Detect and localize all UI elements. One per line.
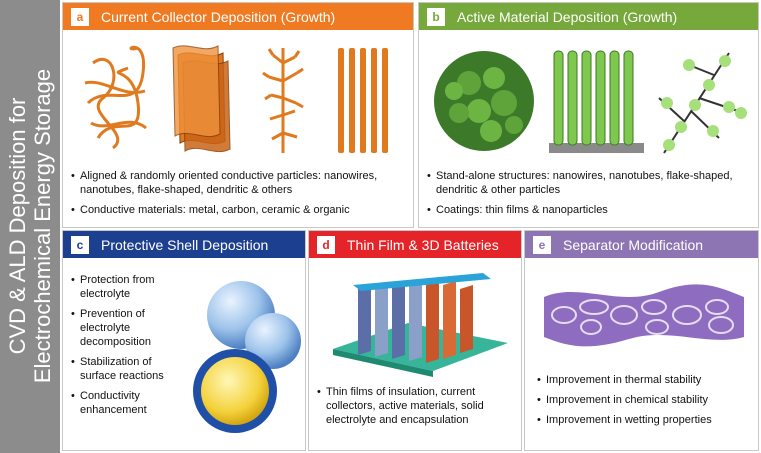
panel-c-bullet-1: Protection from electrolyte: [71, 273, 189, 301]
panel-c-bullet-4: Conductivity enhancement: [71, 389, 189, 417]
panel-a-letter: a: [71, 7, 89, 26]
panel-c: c Protective Shell Deposition Protection…: [62, 230, 306, 451]
panel-d-header: d Thin Film & 3D Batteries: [309, 231, 521, 258]
core-shell-spheres-illustration: [193, 281, 301, 433]
panel-a: a Current Collector Deposition (Growth): [62, 2, 414, 228]
panel-a-title: Current Collector Deposition (Growth): [101, 8, 336, 25]
panel-a-bullets: Aligned & randomly oriented conductive p…: [71, 169, 406, 223]
panel-b: b Active Material Deposition (Growth): [418, 2, 759, 228]
panel-c-title: Protective Shell Deposition: [101, 236, 269, 253]
flake-sheets-icon: [172, 45, 231, 153]
3d-battery-illustration: [333, 273, 508, 377]
panel-a-header: a Current Collector Deposition (Growth): [63, 3, 413, 30]
panel-d-letter: d: [317, 235, 335, 254]
separator-membrane-illustration: [544, 284, 744, 347]
top-current-collector: [353, 273, 491, 291]
panel-c-header: c Protective Shell Deposition: [63, 231, 305, 258]
panel-e-header: e Separator Modification: [525, 231, 758, 258]
panel-b-bullets: Stand-alone structures: nanowires, nanot…: [427, 169, 752, 223]
sidebar: CVD & ALD Deposition for Electrochemical…: [0, 0, 60, 453]
membrane-body: [544, 284, 744, 347]
panel-a-bullet-1: Aligned & randomly oriented conductive p…: [71, 169, 406, 197]
random-nanowires-icon: [84, 45, 147, 150]
panel-d-title: Thin Film & 3D Batteries: [347, 236, 499, 253]
dendritic-particles-icon: [262, 48, 304, 153]
panel-e-title: Separator Modification: [563, 236, 704, 253]
sidebar-title-line1: CVD & ALD Deposition for: [5, 97, 30, 355]
panel-a-bullet-2: Conductive materials: metal, carbon, cer…: [71, 203, 406, 217]
active-material-illustration: [434, 50, 747, 154]
panel-b-bullet-2: Coatings: thin films & nanoparticles: [427, 203, 752, 217]
panel-e-letter: e: [533, 235, 551, 254]
panel-b-bullet-1: Stand-alone structures: nanowires, nanot…: [427, 169, 752, 197]
panel-e: e Separator Modification Improvement in …: [524, 230, 759, 451]
panel-e-bullet-2: Improvement in chemical stability: [537, 393, 757, 407]
panel-c-bullet-2: Prevention of electrolyte decomposition: [71, 307, 189, 349]
panel-b-title: Active Material Deposition (Growth): [457, 8, 678, 25]
shell-sphere-right: [245, 313, 301, 369]
panel-b-header: b Active Material Deposition (Growth): [419, 3, 758, 30]
panel-e-bullet-3: Improvement in wetting properties: [537, 413, 757, 427]
panel-c-bullet-3: Stabilization of surface reactions: [71, 355, 189, 383]
aligned-nanotubes-icon: [338, 48, 388, 153]
panel-b-letter: b: [427, 7, 445, 26]
panel-c-letter: c: [71, 235, 89, 254]
panel-c-bullets: Protection from electrolyte Prevention o…: [71, 273, 189, 423]
panel-e-bullet-1: Improvement in thermal stability: [537, 373, 757, 387]
coated-dendrite-icon: [658, 52, 747, 154]
panel-d: d Thin Film & 3D Batteries Thin films of…: [308, 230, 522, 451]
sphere-particle-icon: [434, 51, 534, 151]
pore-network-icon: [551, 299, 734, 335]
panel-d-bullet-1: Thin films of insulation, current collec…: [317, 385, 517, 427]
sidebar-title-line2: Electrochemical Energy Storage: [30, 68, 55, 384]
sidebar-title: CVD & ALD Deposition for Electrochemical…: [5, 69, 55, 383]
panel-d-bullets: Thin films of insulation, current collec…: [317, 385, 517, 433]
current-collector-illustration: [84, 45, 388, 153]
nanotube-array-icon: [549, 50, 644, 153]
panel-e-bullets: Improvement in thermal stability Improve…: [537, 373, 757, 433]
electrode-fins-icon: [358, 277, 473, 363]
core-particle: [201, 357, 269, 425]
